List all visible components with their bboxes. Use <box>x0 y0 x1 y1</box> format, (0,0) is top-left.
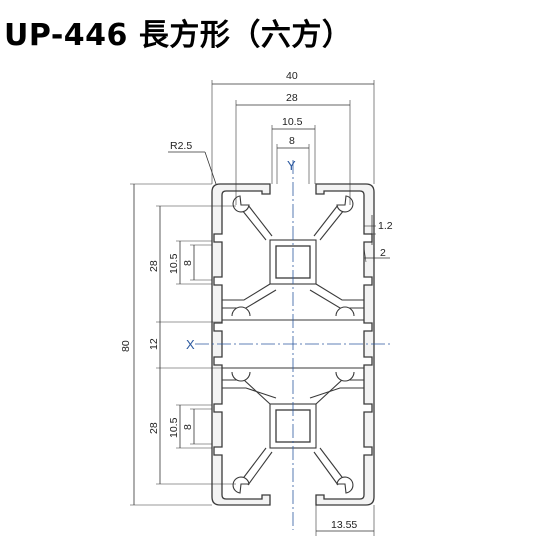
dim-width-outer: 40 <box>286 70 298 82</box>
right-dimensions: 1.2 2 <box>363 215 393 263</box>
page-title: UP-446 長方形（六方） <box>4 18 353 53</box>
dim-bottom-offset: 13.55 <box>331 519 357 531</box>
dim-left-slot-inner-upper: 8 <box>182 260 194 266</box>
left-dimensions: 80 28 10.5 8 12 28 10.5 8 <box>120 183 236 506</box>
dim-left-slot-outer-upper: 10.5 <box>168 253 180 274</box>
dim-corner-radius: R2.5 <box>170 140 192 152</box>
profile-outline <box>211 183 271 506</box>
dim-height-total: 80 <box>120 340 132 352</box>
bottom-dimension: 13.55 <box>315 505 375 536</box>
dim-lip-thickness: 1.2 <box>378 220 393 232</box>
dim-left-slot-outer-lower: 10.5 <box>168 417 180 438</box>
dim-slot-outer: 10.5 <box>282 116 303 128</box>
tap-holes <box>231 195 355 494</box>
corner-radius-callout: R2.5 <box>168 140 217 185</box>
dim-wall-thickness: 2 <box>380 247 386 259</box>
dim-slot-inner: 8 <box>289 135 295 147</box>
x-axis-label: X <box>186 337 195 352</box>
top-dimensions: 40 28 10.5 8 <box>211 70 375 205</box>
dim-center-gap: 12 <box>148 338 160 350</box>
profile-outline-right <box>315 183 375 506</box>
dim-width-inner: 28 <box>286 92 298 104</box>
y-axis-label: Y <box>287 158 296 173</box>
dim-left-slot-inner-lower: 8 <box>182 424 194 430</box>
dim-left-pitch-lower: 28 <box>148 422 160 434</box>
dim-left-pitch-upper: 28 <box>148 260 160 272</box>
